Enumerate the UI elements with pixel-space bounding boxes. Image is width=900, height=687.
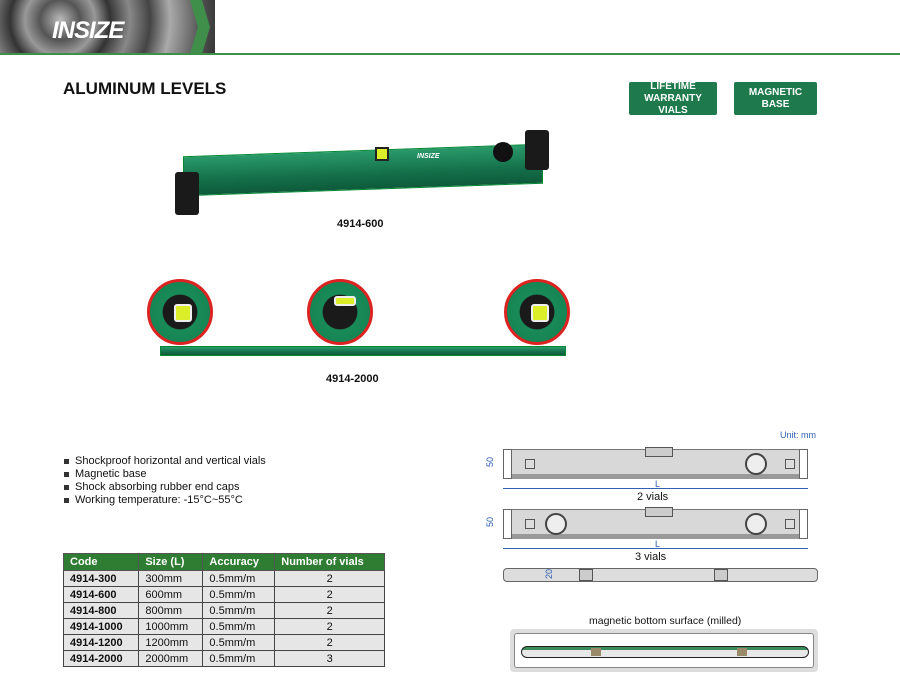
height-dim: 50 [485,456,496,468]
level-4914-2000-image [160,346,566,356]
badge-lifetime-warranty: LIFETIME WARRANTY VIALS [629,81,717,116]
feature-item: Shockproof horizontal and vertical vials [63,455,266,468]
feature-item: Working temperature: -15°C~55°C [63,494,266,507]
cell-size: 1200mm [138,634,204,651]
insize-logo: INSIZE [52,17,124,44]
feature-item: Shock absorbing rubber end caps [63,481,266,494]
unit-label: Unit: mm [780,430,816,440]
badge-magnetic-base: MAGNETIC BASE [734,82,817,115]
cell-vials: 3 [274,650,385,667]
cell-accuracy: 0.5mm/m [202,586,276,603]
cell-code: 4914-2000 [62,650,140,667]
cell-code: 4914-800 [62,602,140,619]
bottom-surface-caption: magnetic bottom surface (milled) [589,615,742,627]
diagram-2-vials: 50 L 2 vials [485,447,820,507]
cell-accuracy: 0.5mm/m [202,618,276,635]
diagram-3-vials: 50 L 3 vials [485,507,820,567]
cell-size: 1000mm [138,618,204,635]
cell-accuracy: 0.5mm/m [202,602,276,619]
model-label-4914-600: 4914-600 [337,218,384,230]
cell-size: 2000mm [138,650,204,667]
caption-2-vials: 2 vials [637,491,669,503]
vial-closeup-left [147,279,213,345]
header-divider [0,53,900,55]
cell-code: 4914-300 [62,570,140,587]
feature-list: Shockproof horizontal and vertical vials… [63,455,266,507]
col-header-accuracy: Accuracy [202,553,276,571]
header-banner-image [0,0,215,54]
magnetic-bottom-photo [510,629,818,672]
height-dim: 50 [485,516,496,528]
cell-code: 4914-1000 [62,618,140,635]
caption-3-vials: 3 vials [635,551,667,563]
cell-vials: 2 [274,634,385,651]
cell-size: 800mm [138,602,204,619]
header-chevron [190,0,210,54]
feature-item: Magnetic base [63,468,266,481]
col-header-code: Code [62,553,140,571]
cell-accuracy: 0.5mm/m [202,634,276,651]
cell-size: 600mm [138,586,204,603]
cell-code: 4914-1200 [62,634,140,651]
vial-closeup-right [504,279,570,345]
cell-vials: 2 [274,586,385,603]
page-title: ALUMINUM LEVELS [63,79,227,98]
vial-closeup-center [307,279,373,345]
level-4914-600-image: INSIZE [175,130,551,215]
model-label-4914-2000: 4914-2000 [326,373,379,385]
cell-vials: 2 [274,570,385,587]
cell-size: 300mm [138,570,204,587]
col-header-size: Size (L) [138,553,204,571]
length-dim: L [655,479,661,489]
diagram-top-view: 20 [503,568,818,582]
spec-table: Code Size (L) Accuracy Number of vials 4… [62,553,385,667]
length-dim: L [655,539,661,549]
col-header-vials: Number of vials [274,553,385,571]
cell-code: 4914-600 [62,586,140,603]
cell-accuracy: 0.5mm/m [202,570,276,587]
cell-vials: 2 [274,602,385,619]
cell-accuracy: 0.5mm/m [202,650,276,667]
cell-vials: 2 [274,618,385,635]
width-dim: 20 [544,568,555,580]
